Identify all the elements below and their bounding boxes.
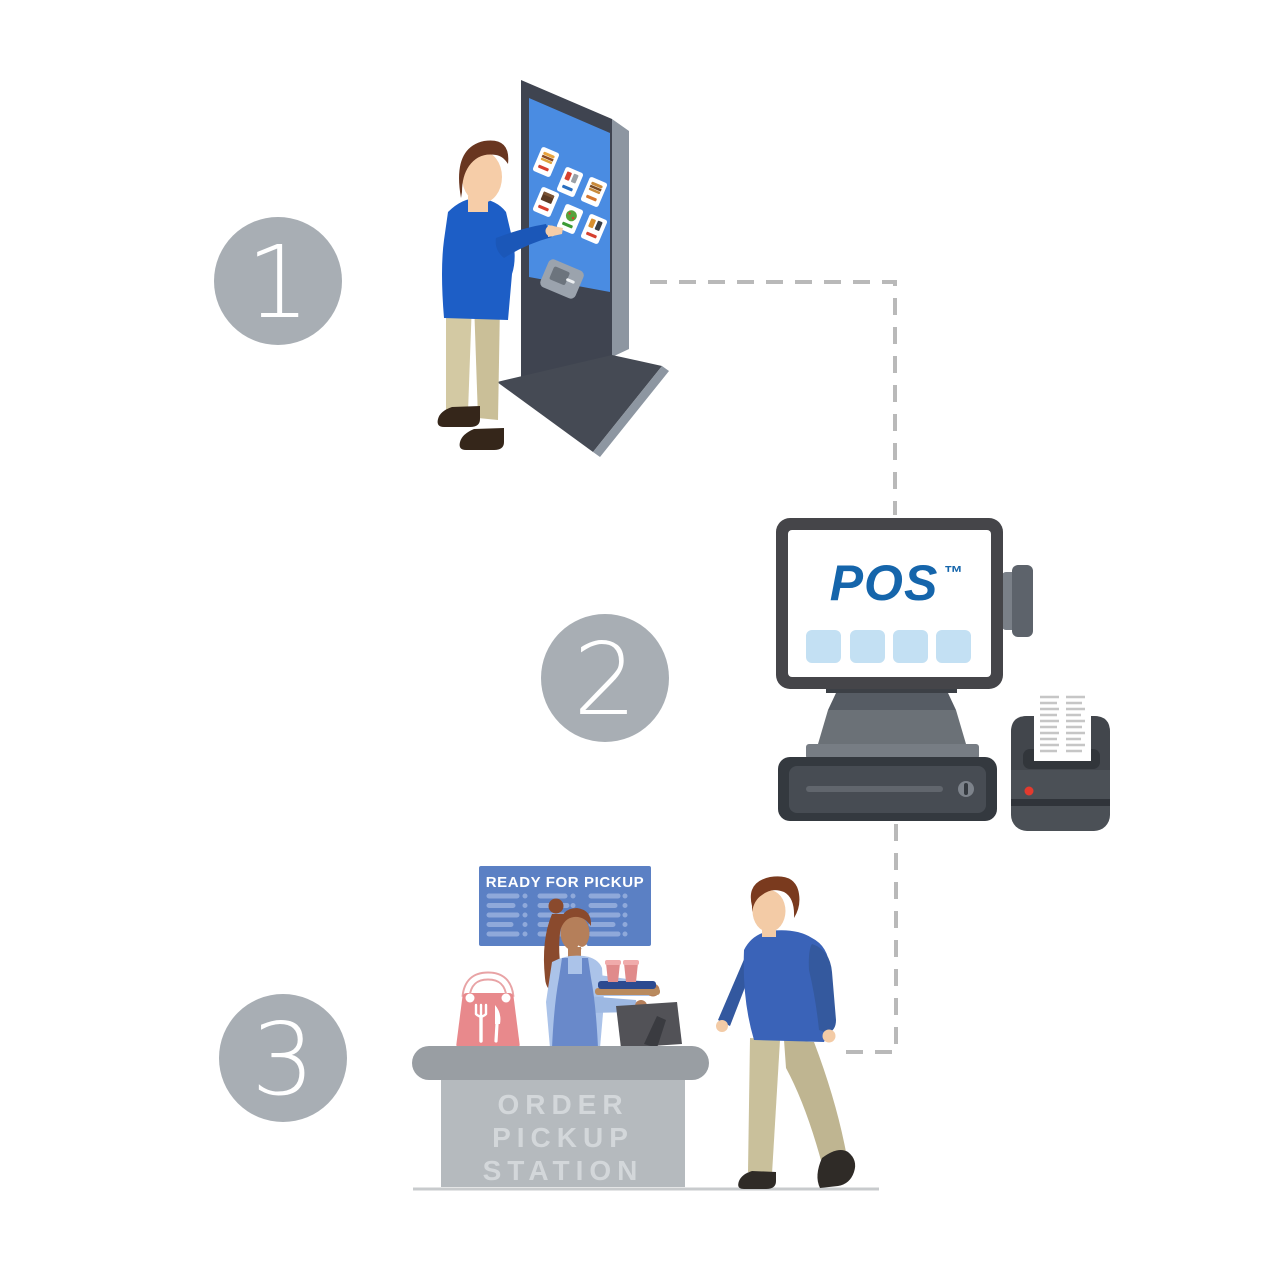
- pickup-staff: [543, 898, 660, 1048]
- pos-stand-plate: [806, 744, 979, 759]
- counter-label-line: PICKUP: [492, 1122, 634, 1153]
- counter-top: [412, 1046, 709, 1080]
- cash-drawer-keyhole: [964, 783, 968, 795]
- kiosk-customer-arm: [495, 224, 552, 258]
- counter-monitor-stand: [644, 1016, 666, 1048]
- step-3-circle: [219, 994, 347, 1122]
- cash-drawer-handle: [806, 786, 943, 792]
- step-3-number: 3: [251, 1001, 315, 1118]
- drink-cup-icon: [606, 963, 620, 982]
- menu-tile-snacks: [556, 167, 584, 197]
- kiosk-base: [497, 355, 662, 452]
- step-badge-2: 2: [541, 614, 669, 742]
- pickup-customer-hand: [716, 1020, 728, 1032]
- receipt-printer: [1011, 689, 1110, 831]
- pos-trademark: ™: [944, 563, 963, 584]
- drink-cup-lid: [623, 960, 639, 965]
- staff-hair-front: [560, 908, 592, 931]
- receipt-text-lines: [1040, 695, 1085, 753]
- order-pickup-counter: ORDER PICKUP STATION: [412, 1046, 709, 1187]
- step-badge-1: 1: [214, 217, 342, 345]
- kiosk-customer-leg: [446, 300, 472, 412]
- staff-smile: [577, 944, 588, 949]
- pos-screen-button: [806, 630, 841, 663]
- step-1-circle: [214, 217, 342, 345]
- connector-pos-to-pickup: [843, 824, 898, 1054]
- menu-tile-breakfast: [580, 177, 608, 207]
- step-badge-3: 3: [219, 994, 347, 1122]
- pickup-customer-shoe: [738, 1171, 776, 1189]
- kiosk-customer-hand: [545, 225, 557, 237]
- knife-icon: [494, 1022, 499, 1043]
- drink-tray-icon: [598, 981, 656, 989]
- pos-stand: [818, 710, 966, 744]
- pickup-customer-leg: [748, 1038, 780, 1174]
- pickup-customer-arm: [808, 944, 836, 1033]
- counter-label-line: STATION: [483, 1155, 644, 1186]
- pos-screen-button: [936, 630, 971, 663]
- kiosk-base-edge: [593, 366, 669, 457]
- counter-monitor: [616, 1002, 682, 1048]
- receipt: [1034, 689, 1091, 761]
- menu-tile-burger: [532, 147, 560, 177]
- pos-screen-button: [893, 630, 928, 663]
- connector-kiosk-to-pos: [650, 280, 897, 515]
- staff-hair-bun: [548, 898, 564, 914]
- pickup-board-title: READY FOR PICKUP: [486, 874, 645, 891]
- menu-tile-salad: [556, 204, 584, 234]
- pickup-customer-leg: [784, 1040, 846, 1164]
- counter-front: [441, 1080, 685, 1187]
- menu-tile-drinks: [580, 214, 608, 244]
- staff-face: [560, 915, 590, 951]
- fork-icon: [474, 1003, 488, 1018]
- bag-handle-ring: [501, 993, 511, 1003]
- step-2-circle: [541, 614, 669, 742]
- kiosk-customer-leg: [474, 302, 500, 420]
- bag-body: [456, 993, 520, 1049]
- customer-at-kiosk: [437, 140, 563, 450]
- printer-stripe: [1011, 799, 1110, 806]
- kiosk-customer-face: [462, 151, 502, 203]
- step-1-number: 1: [246, 224, 310, 341]
- pos-screen-button: [850, 630, 885, 663]
- knife-icon: [495, 1005, 501, 1024]
- drink-cup-icon: [624, 963, 638, 982]
- counter-label-line: ORDER: [497, 1089, 628, 1120]
- kiosk-card-reader-icon: [540, 259, 584, 299]
- staff-apron: [552, 958, 598, 1048]
- kiosk-customer-hair: [459, 140, 509, 198]
- drink-cup-lid: [605, 960, 621, 965]
- step-2-number: 2: [573, 621, 637, 738]
- pickup-customer: [716, 876, 856, 1189]
- drink-tray-base: [595, 988, 660, 995]
- menu-tile-dessert: [532, 187, 560, 217]
- card-reader-icon: [1012, 565, 1033, 637]
- bag-handle-ring: [465, 993, 475, 1003]
- printer-led: [1024, 786, 1034, 796]
- pickup-customer-hair: [750, 876, 800, 918]
- kiosk-side-edge: [612, 119, 629, 357]
- pos-stand-neck: [828, 693, 956, 710]
- pickup-customer-face: [752, 890, 786, 932]
- pickup-customer-shoe: [817, 1150, 856, 1188]
- counter-monitor-screen: [616, 1002, 682, 1048]
- pos-logo: POS: [830, 555, 939, 611]
- kiosk-customer-shoe: [459, 428, 504, 450]
- bag-handle: [463, 973, 513, 998]
- pos-terminal: POS ™: [776, 518, 1033, 821]
- kiosk-customer-sweater: [442, 198, 515, 320]
- self-order-kiosk: [497, 80, 669, 457]
- kiosk-customer-shoe: [437, 406, 480, 427]
- pickup-customer-hand: [822, 1029, 836, 1043]
- takeout-bag-icon: [456, 971, 520, 1049]
